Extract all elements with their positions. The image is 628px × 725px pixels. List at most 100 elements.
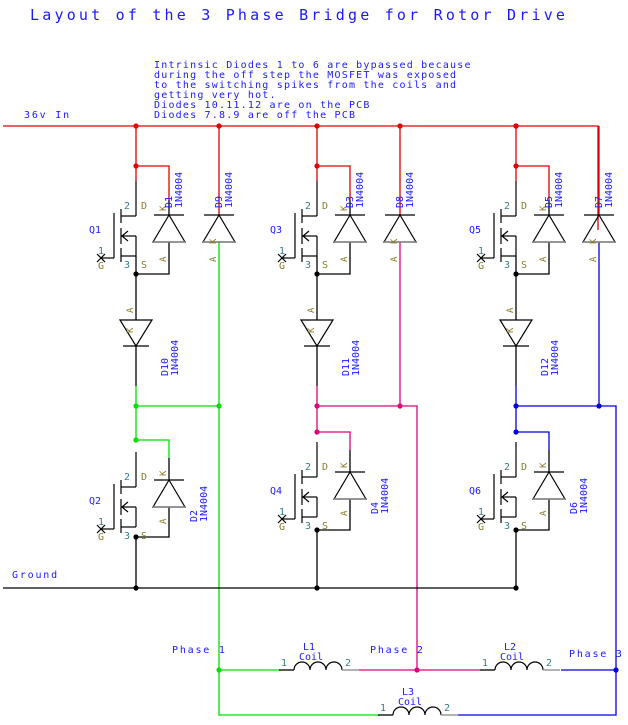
diode-pin-a: A (126, 307, 136, 313)
pin-number: 2 (124, 472, 130, 483)
mosfet-arrow (121, 501, 129, 513)
mosfet-arrow (121, 230, 129, 242)
junctions (133, 123, 619, 673)
pin-number: 1 (279, 246, 285, 257)
diode-ref: D1 (164, 196, 175, 208)
junction-dot (133, 437, 139, 443)
diode-pin-a: A (159, 518, 169, 524)
diode-d6 (531, 470, 567, 500)
diode-ref: D4 (370, 502, 381, 514)
diode-d11 (299, 319, 335, 348)
diode-ref: D8 (395, 196, 406, 208)
no-connect-icon (476, 253, 486, 263)
diode-d7 (581, 213, 617, 243)
mosfet-ref: Q2 (89, 496, 101, 507)
diode-part: 1N4004 (224, 172, 235, 208)
diode-part: 1N4004 (380, 478, 391, 514)
pin-name: S (141, 260, 147, 271)
no-connect-icon (96, 253, 106, 263)
diode-triangle (498, 319, 534, 348)
junction-dot (314, 163, 320, 169)
mosfet-ref: Q4 (270, 486, 282, 497)
diode-pin-k: K (126, 327, 136, 333)
mosfet-ref: Q1 (89, 225, 101, 236)
pin-name: S (521, 521, 527, 532)
diode-ref: D12 (540, 358, 551, 376)
diode-triangle (531, 213, 567, 243)
mosfet-q3 (277, 181, 318, 263)
no-connect-icon (96, 524, 106, 534)
mosfet-q4 (277, 442, 318, 524)
pin-name: S (141, 531, 147, 542)
junction-dot (216, 667, 222, 673)
diode-pin-a: A (340, 510, 350, 516)
wire-diode-anode (317, 499, 351, 531)
diode-triangle (382, 213, 418, 243)
diode-triangle (118, 319, 154, 348)
junction-dot (397, 403, 403, 409)
pin-number: 2 (305, 462, 311, 473)
diode-d4 (332, 470, 368, 500)
diode-pin-a: A (539, 256, 549, 262)
diode-d5 (531, 213, 567, 243)
pin-number: 1 (478, 507, 484, 518)
coil-value: Coil (500, 652, 524, 663)
diode-pin-a: A (506, 307, 516, 313)
junction-dot (314, 403, 320, 409)
pin-name: D (141, 201, 147, 212)
wire-diode-anode (317, 242, 351, 275)
diode-pin-k: K (307, 327, 317, 333)
pin-number: 2 (305, 201, 311, 212)
diode-part: 1N4004 (170, 340, 181, 376)
note-line: Diodes 7.8.9 are off the PCB (154, 110, 356, 121)
junction-dot (513, 163, 519, 169)
wire-diode-anode (136, 507, 170, 538)
diode-d9 (201, 213, 237, 243)
diode-triangle (531, 470, 567, 500)
diode-d12 (498, 319, 534, 348)
net-label-phase2: Phase 2 (370, 645, 425, 656)
junction-dot (216, 123, 222, 129)
wires (3, 125, 617, 716)
diode-part: 1N4004 (199, 486, 210, 522)
diode-pin-a: A (209, 256, 219, 262)
pin-number: 1 (279, 507, 285, 518)
junction-dot (133, 163, 139, 169)
pin-number: 3 (504, 521, 510, 532)
junction-dot (513, 527, 519, 533)
pin-number: 2 (504, 201, 510, 212)
pin-number: 3 (504, 260, 510, 271)
note-line: to the switching spikes from the coils a… (154, 80, 457, 91)
pin-name: G (279, 522, 285, 533)
junction-dot (414, 667, 420, 673)
pin-name: S (322, 260, 328, 271)
diode-part: 1N4004 (550, 340, 561, 376)
junction-dot (133, 585, 139, 591)
diode-pin-a: A (390, 256, 400, 262)
diode-part: 1N4004 (355, 172, 366, 208)
diode-ref: D6 (569, 502, 580, 514)
pin-name: G (98, 532, 104, 543)
coil-value: Coil (299, 652, 323, 663)
pin-name: D (521, 201, 527, 212)
diode-ref: D2 (189, 510, 200, 522)
junction-dot (513, 585, 519, 591)
pin-name: G (478, 261, 484, 272)
no-connect-icon (277, 253, 287, 263)
junction-dot (613, 667, 619, 673)
pin-name: G (478, 522, 484, 533)
diode-d3 (332, 213, 368, 243)
mosfet-q1 (96, 181, 137, 263)
pin-number: 2 (345, 658, 351, 669)
junction-dot (596, 403, 602, 409)
diode-triangle (151, 213, 187, 243)
diode-pin-k: K (209, 238, 219, 244)
coil-ref: L2 (504, 642, 516, 653)
pin-number: 1 (98, 246, 104, 257)
pin-name: G (279, 261, 285, 272)
diode-d10 (118, 319, 154, 348)
diode-pin-k: K (390, 238, 400, 244)
junction-dot (216, 403, 222, 409)
junction-dot (397, 123, 403, 129)
